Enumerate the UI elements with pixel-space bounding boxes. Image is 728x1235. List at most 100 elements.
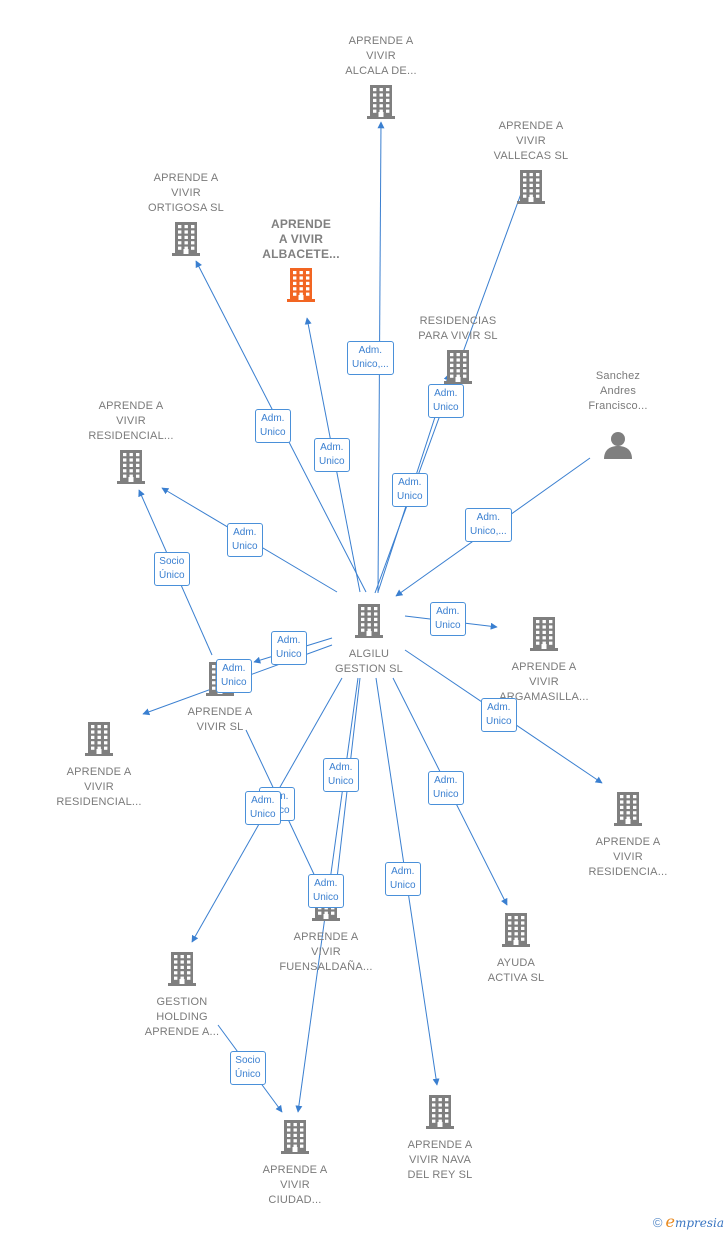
- edge-label-sanchez[interactable]: Adm. Unico,...: [465, 508, 512, 542]
- edge-label-vallecas[interactable]: Adm. Unico: [392, 473, 428, 507]
- edge-label-vivirsl-res1[interactable]: Socio Único: [154, 552, 190, 586]
- edge-label-gestion-ciudad[interactable]: Socio Único: [230, 1051, 266, 1085]
- node-label-line: APRENDE A...: [144, 1026, 220, 1038]
- node-label-line: CIUDAD...: [268, 1194, 322, 1206]
- node-label: AYUDA ACTIVA SL: [451, 956, 581, 986]
- node-gestion[interactable]: GESTION HOLDING APRENDE A...: [117, 952, 247, 1040]
- building-icon: [375, 1095, 505, 1134]
- node-label-line: Andres: [599, 385, 637, 397]
- node-label-line: VIVIR: [529, 676, 559, 688]
- node-label-line: RESIDENCIAS: [419, 315, 497, 327]
- building-icon: [393, 350, 523, 389]
- node-label-line: APRENDE A: [262, 1164, 328, 1176]
- brand-name: mpresia: [674, 1216, 724, 1230]
- node-label-line: Francisco...: [588, 400, 648, 412]
- building-icon: [304, 604, 434, 643]
- edge-label-residencia3[interactable]: Adm. Unico: [481, 698, 517, 732]
- node-label-line: ARGAMASILLA...: [499, 691, 589, 703]
- node-label-line: APRENDE A: [66, 766, 132, 778]
- node-label-line: AYUDA: [496, 957, 536, 969]
- node-label-line: ALBACETE...: [262, 247, 340, 261]
- node-label-line: RESIDENCIA...: [588, 866, 668, 878]
- building-icon: [563, 792, 693, 831]
- node-label-line: VIVIR NAVA: [408, 1154, 472, 1166]
- node-label-line: APRENDE A: [511, 661, 577, 673]
- edge-label-gestion[interactable]: Adm. Unico: [245, 791, 281, 825]
- node-label-line: GESTION: [156, 996, 208, 1008]
- node-label-line: APRENDE A: [187, 706, 253, 718]
- node-label-line: FUENSALDAÑA...: [279, 961, 373, 973]
- footer-brand[interactable]: ©empresia: [653, 1212, 724, 1231]
- node-residencial2[interactable]: APRENDE A VIVIR RESIDENCIAL...: [34, 722, 164, 810]
- node-label: APRENDE A VIVIR FUENSALDAÑA...: [261, 930, 391, 975]
- node-label-line: VIVIR: [116, 415, 146, 427]
- edge-label-alcala[interactable]: Adm. Unico,...: [347, 341, 394, 375]
- node-label-line: VIVIR: [311, 946, 341, 958]
- node-label: APRENDE A VIVIR RESIDENCIAL...: [34, 765, 164, 810]
- node-argamasilla[interactable]: APRENDE A VIVIR ARGAMASILLA...: [479, 617, 609, 705]
- edge-label-residencial1[interactable]: Adm. Unico: [227, 523, 263, 557]
- node-label-line: A VIVIR: [278, 232, 324, 246]
- node-label-line: RESIDENCIAL...: [88, 430, 174, 442]
- node-label-line: ALGILU: [348, 648, 390, 660]
- edge-label-fuensaldana-a[interactable]: Adm. Unico: [323, 758, 359, 792]
- building-icon: [316, 85, 446, 124]
- edge-label-vivirsl-b[interactable]: Adm. Unico: [216, 659, 252, 693]
- edge-label-residencias[interactable]: Adm. Unico: [428, 384, 464, 418]
- node-ayuda[interactable]: AYUDA ACTIVA SL: [451, 913, 581, 986]
- node-label-line: APRENDE A: [293, 931, 359, 943]
- node-label-line: VIVIR SL: [196, 721, 244, 733]
- node-label-line: APRENDE A: [595, 836, 661, 848]
- building-icon: [66, 450, 196, 489]
- node-label-line: ACTIVA SL: [487, 972, 545, 984]
- node-label-line: VIVIR: [171, 187, 201, 199]
- node-label-line: APRENDE: [270, 217, 332, 231]
- node-label-line: VIVIR: [280, 1179, 310, 1191]
- copyright-symbol: ©: [652, 1215, 663, 1230]
- node-label-line: VIVIR: [366, 50, 396, 62]
- node-label-line: Sanchez: [595, 370, 641, 382]
- edge-label-albacete[interactable]: Adm. Unico: [314, 438, 350, 472]
- node-ciudad[interactable]: APRENDE A VIVIR CIUDAD...: [230, 1120, 360, 1208]
- edge-label-vivirsl-a[interactable]: Adm. Unico: [271, 631, 307, 665]
- building-icon: [451, 913, 581, 952]
- node-label-line: APRENDE A: [498, 120, 564, 132]
- building-icon: [479, 617, 609, 656]
- edge-label-ortigosa[interactable]: Adm. Unico: [255, 409, 291, 443]
- node-label-line: ORTIGOSA SL: [148, 202, 224, 214]
- node-label-line: VALLECAS SL: [493, 150, 569, 162]
- edge-label-argamasilla[interactable]: Adm. Unico: [430, 602, 466, 636]
- person-icon: [553, 430, 683, 465]
- node-label-line: HOLDING: [156, 1011, 208, 1023]
- node-label: APRENDE A VIVIR ARGAMASILLA...: [479, 660, 609, 705]
- building-icon: [121, 222, 251, 261]
- edge-label-ayuda[interactable]: Adm. Unico: [428, 771, 464, 805]
- edge-label-nava[interactable]: Adm. Unico: [385, 862, 421, 896]
- node-label-line: ALCALA DE...: [345, 65, 417, 77]
- node-label: GESTION HOLDING APRENDE A...: [117, 995, 247, 1040]
- edge-label-fuensaldana-b[interactable]: Adm. Unico: [308, 874, 344, 908]
- node-label-line: VIVIR: [84, 781, 114, 793]
- node-label-line: RESIDENCIAL...: [56, 796, 142, 808]
